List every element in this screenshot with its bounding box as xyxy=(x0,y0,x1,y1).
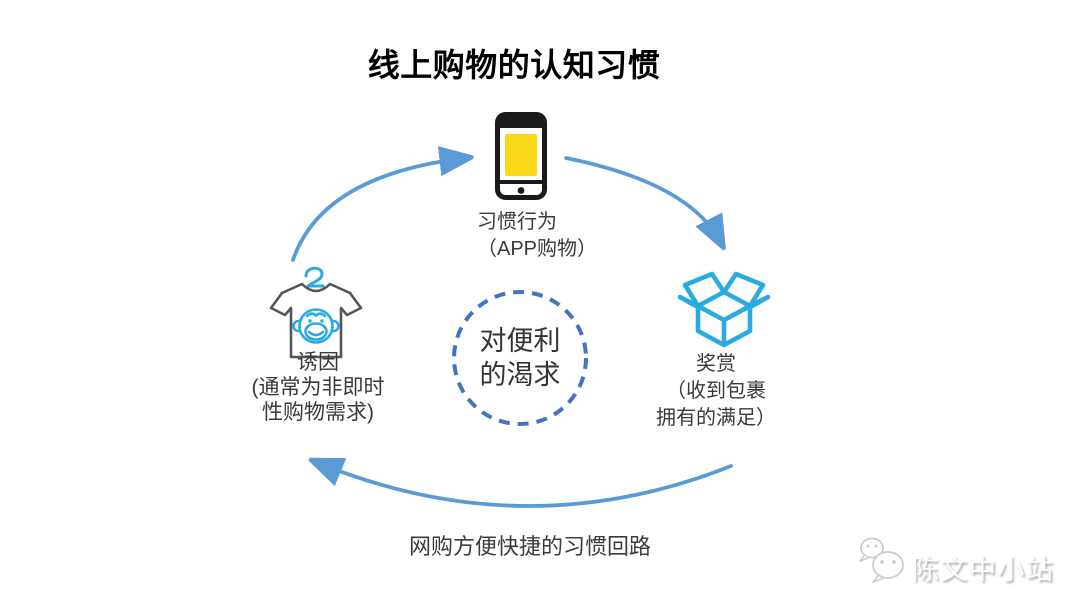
monkey-face xyxy=(292,308,340,344)
habit-label-line2: （APP购物） xyxy=(477,238,598,260)
trigger-label: 诱因 (通常为非即时 性购物需求) xyxy=(234,350,402,425)
arrow-reward-to-trigger xyxy=(316,462,733,508)
craving-label-line2: 的渴求 xyxy=(479,360,561,390)
trigger-label-line3: 性购物需求) xyxy=(262,401,374,424)
phone-home-button xyxy=(517,187,525,194)
tshirt-monkey-icon xyxy=(269,266,363,359)
habit-label: 习惯行为 （APP购物） xyxy=(477,209,597,263)
watermark-text: 陈文中小站 xyxy=(912,555,1055,585)
smartphone-icon xyxy=(495,112,547,200)
craving-label-line1: 对便利 xyxy=(479,326,561,356)
page-title: 线上购物的认知习惯 xyxy=(367,47,661,83)
loop-caption: 网购方便快捷的习惯回路 xyxy=(408,534,652,559)
reward-label-line2: （收到包裹 xyxy=(666,380,766,402)
arrow-trigger-to-habit xyxy=(291,158,466,262)
trigger-label-line1: 诱因 xyxy=(297,351,339,374)
phone-screen xyxy=(505,134,537,176)
trigger-label-line2: (通常为非即时 xyxy=(251,376,385,399)
reward-label: 奖赏 （收到包裹 拥有的满足） xyxy=(636,351,796,432)
wechat-icon xyxy=(859,537,904,583)
habit-label-line1: 习惯行为 xyxy=(477,211,557,233)
craving-label: 对便利 的渴求 xyxy=(454,292,586,424)
hanger-icon xyxy=(304,266,325,288)
reward-label-line3: 拥有的满足） xyxy=(656,407,776,429)
reward-label-line1: 奖赏 xyxy=(696,353,736,375)
open-box-icon xyxy=(677,271,771,348)
